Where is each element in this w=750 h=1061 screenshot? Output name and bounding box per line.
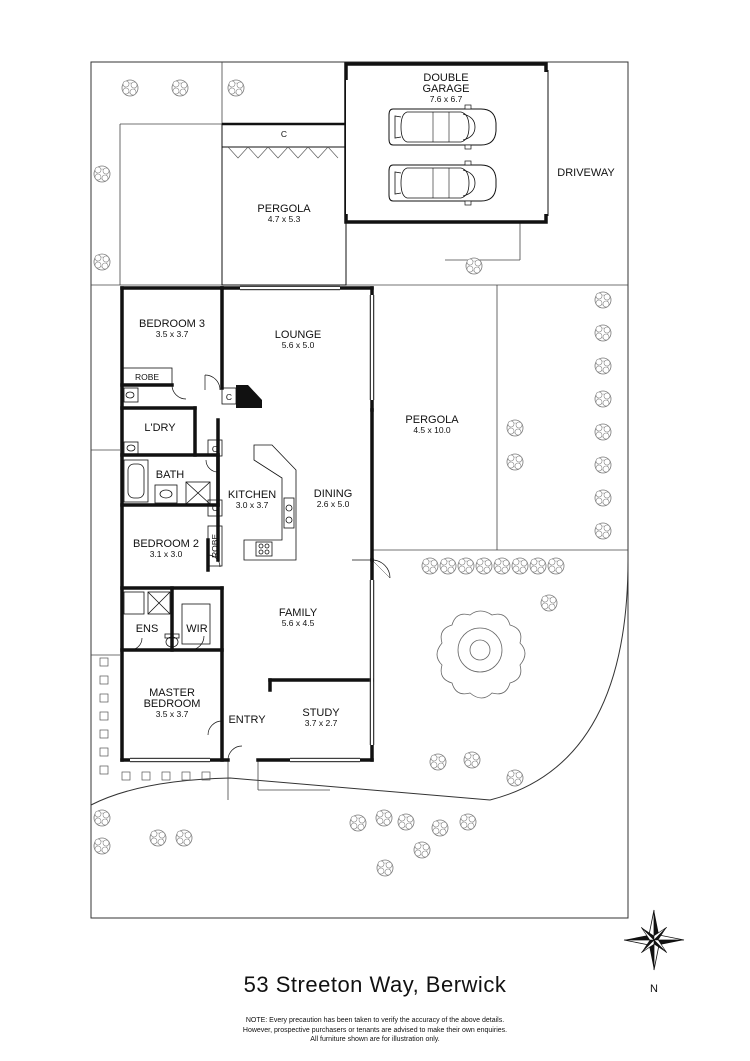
family-size: 5.6 x 4.5 <box>282 618 315 628</box>
windows <box>130 287 373 761</box>
disclaimer-line: NOTE: Every precaution has been taken to… <box>245 1017 505 1024</box>
fireplace <box>236 385 262 408</box>
bedroom3-size: 3.5 x 3.7 <box>156 329 189 339</box>
dining-name: DINING <box>314 488 353 500</box>
family-name: FAMILY <box>279 607 318 619</box>
master-name-line2: BEDROOM <box>144 698 201 710</box>
car-icon <box>388 104 497 150</box>
ensuite-name: ENS <box>136 623 159 635</box>
doors <box>129 374 391 761</box>
dining-size: 2.6 x 5.0 <box>317 499 350 509</box>
cupboard-boxes <box>207 387 237 517</box>
master-size: 3.5 x 3.7 <box>156 709 189 719</box>
room-labels: DOUBLE GARAGE 7.6 x 6.7 DRIVEWAY PERGOLA… <box>133 72 615 728</box>
lounge-cupboard-marker: C <box>226 392 232 402</box>
pergola-cupboard-marker: C <box>281 129 287 139</box>
kitchen-bench <box>243 444 297 561</box>
site-boundary <box>90 61 629 919</box>
laundry-cupboard-marker: C <box>212 444 218 454</box>
bedroom3-name: BEDROOM 3 <box>139 318 205 330</box>
car-icon <box>388 160 497 206</box>
window-frames <box>130 285 375 763</box>
double-garage <box>344 62 549 224</box>
pergola-top-size: 4.7 x 5.3 <box>268 214 301 224</box>
study-name: STUDY <box>302 707 340 719</box>
bedroom2-robe-label: ROBE <box>210 534 220 558</box>
bath-fixtures <box>123 387 211 648</box>
driveway-label: DRIVEWAY <box>557 167 615 179</box>
bedroom2-size: 3.1 x 3.0 <box>150 549 183 559</box>
pergola-side-name: PERGOLA <box>405 414 459 426</box>
disclaimer-line: However, prospective purchasers or tenan… <box>242 1026 508 1034</box>
compass-rose-icon: N <box>623 909 685 995</box>
entry-name: ENTRY <box>228 714 266 726</box>
property-address: 53 Streeton Way, Berwick <box>243 972 507 997</box>
laundry-name: L'DRY <box>144 422 176 434</box>
bedroom2-name: BEDROOM 2 <box>133 538 199 550</box>
disclaimer-line: All furniture shown are for illustration… <box>310 1036 440 1043</box>
garage-name-line1: DOUBLE <box>423 72 468 84</box>
compass-north-label: N <box>650 983 658 995</box>
garage-name-line2: GARAGE <box>422 83 469 95</box>
garage-size: 7.6 x 6.7 <box>430 94 463 104</box>
robe-boxes <box>121 367 223 567</box>
kitchen-name: KITCHEN <box>228 489 276 501</box>
kitchen-size: 3.0 x 3.7 <box>236 500 269 510</box>
pergola-side-size: 4.5 x 10.0 <box>413 425 451 435</box>
pavers <box>99 657 211 781</box>
lounge-name: LOUNGE <box>275 329 321 341</box>
lounge-size: 5.6 x 5.0 <box>282 340 315 350</box>
wir-name: WIR <box>186 623 207 635</box>
study-size: 3.7 x 2.7 <box>305 718 338 728</box>
pergola-top-name: PERGOLA <box>257 203 311 215</box>
large-tree-icon <box>436 610 526 699</box>
bedroom3-robe-label: ROBE <box>135 372 159 382</box>
bath-name: BATH <box>156 469 185 481</box>
fence-lines <box>91 62 628 800</box>
master-name-line1: MASTER <box>149 687 195 699</box>
kitchen-cupboard-marker: C <box>212 503 218 513</box>
disclaimer-note: NOTE: Every precaution has been taken to… <box>0 1016 750 1045</box>
